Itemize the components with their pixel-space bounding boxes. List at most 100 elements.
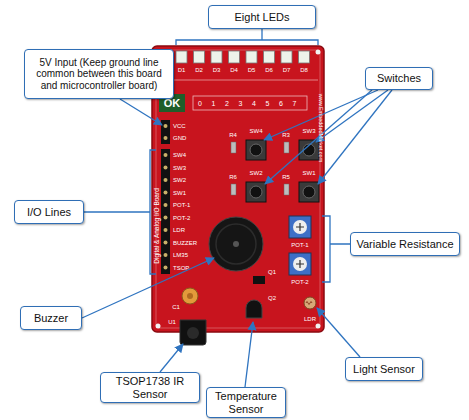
board-label: D4	[230, 67, 238, 73]
callout-text: TSOP1738 IR Sensor	[105, 375, 195, 400]
pcb-outline	[156, 50, 320, 328]
switch-cap	[303, 186, 315, 198]
switch-group	[246, 140, 319, 202]
io-header-pins	[164, 153, 168, 270]
board-label: R3	[282, 132, 290, 138]
callout-box: Buzzer	[20, 306, 82, 330]
led	[229, 51, 240, 63]
board-label: TSOP	[173, 265, 189, 271]
callout-box: 5V Input (Keep ground line common betwee…	[24, 49, 174, 99]
board-label: SW1	[302, 170, 315, 176]
board-label: VCC	[173, 123, 186, 129]
resistor	[284, 142, 289, 153]
callout-text: I/O Lines	[27, 206, 71, 219]
board-label: LM35	[173, 252, 188, 258]
tact-switch	[299, 182, 319, 202]
board-label: LDR	[173, 227, 185, 233]
tact-switch	[246, 182, 266, 202]
board-label: 4	[252, 100, 256, 107]
capacitor-top	[187, 293, 193, 299]
resistor	[231, 142, 236, 153]
leader-line	[160, 344, 183, 372]
callout-text: 5V Input (Keep ground line common betwee…	[29, 57, 169, 92]
potentiometer	[289, 216, 311, 238]
led	[299, 51, 310, 63]
board-label: 6	[279, 100, 283, 107]
led	[246, 51, 257, 63]
board-label: GND	[173, 135, 186, 141]
resistor	[231, 184, 236, 195]
ldr-track	[306, 302, 312, 305]
board-label: SW3	[173, 165, 186, 171]
callout-box: I/O Lines	[14, 200, 84, 224]
board-label: D8	[300, 67, 308, 73]
power-header	[161, 120, 170, 144]
board-label: R6	[229, 174, 237, 180]
board-label: POT-1	[173, 202, 190, 208]
header-pin	[164, 124, 168, 128]
potentiometer	[289, 253, 311, 275]
led	[194, 51, 205, 63]
leader-line	[317, 308, 360, 357]
header-pin	[164, 136, 168, 140]
pcb-board	[152, 46, 324, 332]
mounting-hole	[316, 324, 321, 329]
board-label: Q2	[268, 295, 276, 301]
mounting-hole	[156, 324, 161, 329]
leader-line	[316, 90, 388, 142]
buzzer-hole	[233, 241, 239, 247]
header-pin	[164, 153, 168, 157]
callout-box: Light Sensor	[345, 357, 423, 381]
board-label: POT-2	[291, 279, 308, 285]
led-row	[176, 51, 310, 63]
board-label: D2	[195, 67, 203, 73]
header-pin	[164, 228, 168, 232]
header-pin	[164, 266, 168, 270]
board-label: C1	[172, 304, 180, 310]
header-pin	[164, 166, 168, 170]
switch-cap	[250, 186, 262, 198]
board-label: SW2	[249, 170, 262, 176]
pot-slot	[296, 260, 304, 268]
mounting-hole	[316, 50, 321, 55]
callout-box: Variable Resistance	[350, 232, 460, 256]
pot-knob	[293, 220, 307, 234]
tsop-sensor	[180, 320, 206, 345]
callout-box: TSOP1738 IR Sensor	[100, 372, 200, 403]
header-pin	[164, 216, 168, 220]
board-label: D6	[265, 67, 273, 73]
silk-line	[160, 80, 318, 81]
switch-cap	[250, 144, 262, 156]
callout-box: Eight LEDs	[208, 5, 316, 29]
board-label: LDR	[304, 316, 316, 322]
buzzer-body	[209, 217, 263, 271]
pot-bracket	[322, 216, 350, 282]
leader-line	[265, 90, 372, 184]
callout-text: Buzzer	[34, 312, 68, 325]
header-pin	[164, 191, 168, 195]
lm35-sensor	[246, 300, 262, 318]
leader-line	[245, 322, 253, 387]
callout-box: Temperature Sensor	[206, 387, 286, 418]
board-label: D3	[213, 67, 221, 73]
board-label: SW1	[173, 190, 186, 196]
header-pin	[164, 178, 168, 182]
led	[211, 51, 222, 63]
ldr	[304, 297, 316, 309]
callout-text: Eight LEDs	[234, 11, 289, 24]
board-label: R5	[282, 174, 290, 180]
tact-switch	[246, 140, 266, 160]
led	[176, 51, 187, 63]
board-label: BUZZER	[173, 240, 197, 246]
board-label: D7	[283, 67, 291, 73]
board-label: 7	[293, 100, 297, 107]
tsop-dome	[187, 327, 199, 339]
callout-box: Switches	[365, 67, 433, 90]
board-label: D1	[178, 67, 186, 73]
board-label: POT-1	[291, 242, 308, 248]
board-label: 1	[212, 100, 216, 107]
callout-text: Temperature Sensor	[211, 390, 281, 415]
header-pin	[164, 253, 168, 257]
resistor	[284, 184, 289, 195]
